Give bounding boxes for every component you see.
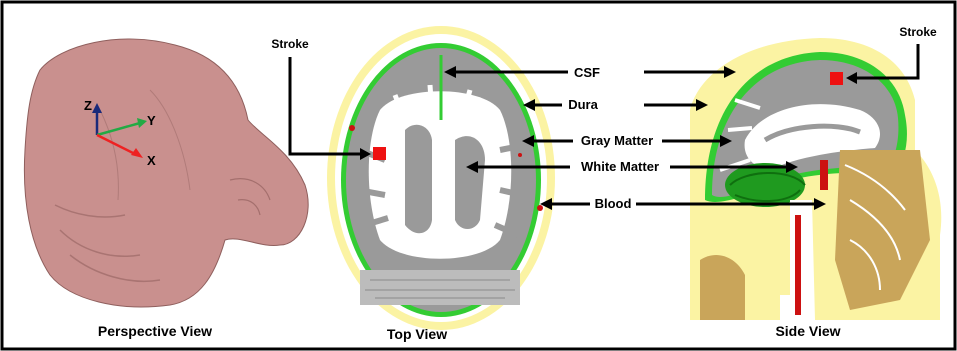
stroke-label-right: Stroke: [899, 25, 937, 39]
csf-label: CSF: [574, 65, 600, 80]
dura-label: Dura: [568, 97, 598, 112]
stroke-marker-top: [373, 147, 386, 160]
top-view-caption: Top View: [387, 326, 447, 342]
axis-y-label: Y: [147, 113, 156, 128]
white-matter-label: White Matter: [581, 159, 659, 174]
gray-matter-label: Gray Matter: [581, 133, 653, 148]
perspective-view-caption: Perspective View: [98, 323, 212, 339]
stroke-label-left: Stroke: [271, 37, 309, 51]
axis-z-label: Z: [84, 98, 92, 113]
side-view-slice: [690, 38, 941, 320]
axis-x-label: X: [147, 153, 156, 168]
side-view-caption: Side View: [775, 323, 840, 339]
stroke-marker-side: [830, 72, 843, 85]
blood-label: Blood: [595, 196, 632, 211]
